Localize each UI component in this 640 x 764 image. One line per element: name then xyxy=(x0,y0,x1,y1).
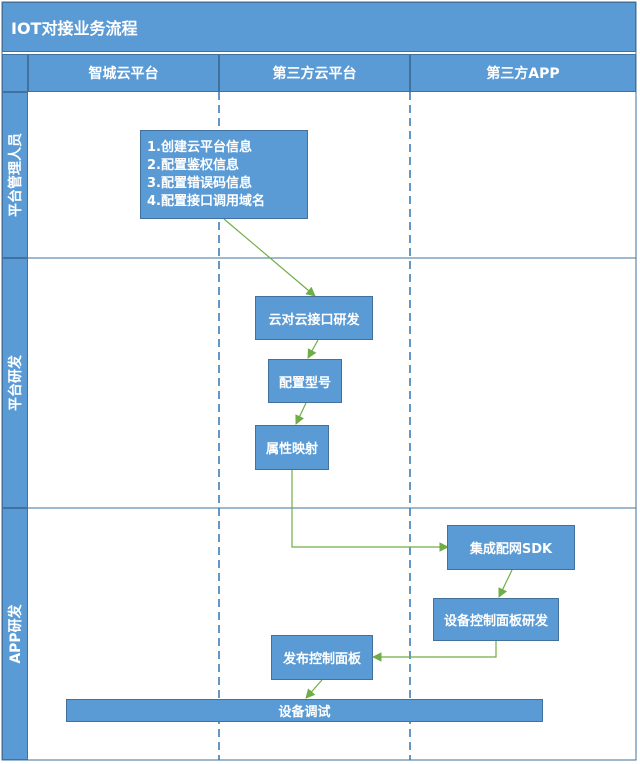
lane-label-admin: 平台管理人员 xyxy=(8,133,24,217)
node-attr-mapping: 属性映射 xyxy=(255,425,329,470)
arrow-config-to-cloudapi xyxy=(223,218,316,297)
config-line-3: 3.配置错误码信息 xyxy=(147,175,252,191)
arrow-publish-to-debug xyxy=(305,679,323,699)
node-sdk: 集成配网SDK xyxy=(447,525,575,570)
lane-header-platform-dev: 平台研发 xyxy=(2,258,28,508)
arrow-model-to-mapping xyxy=(295,402,307,425)
column-header-zhicheng: 智城云平台 xyxy=(28,54,219,92)
column-header-third-party-app: 第三方APP xyxy=(410,54,636,92)
header-corner xyxy=(2,54,28,92)
arrow-panel-to-publish xyxy=(372,641,497,662)
column-header-third-party-cloud: 第三方云平台 xyxy=(219,54,410,92)
lane-header-app-dev: APP研发 xyxy=(2,508,28,760)
node-config-model: 配置型号 xyxy=(268,359,342,403)
node-cloud-api: 云对云接口研发 xyxy=(255,296,373,340)
node-publish-panel: 发布控制面板 xyxy=(271,635,373,680)
diagram-title: IOT对接业务流程 xyxy=(2,2,636,52)
lane-label-app-dev: APP研发 xyxy=(8,604,24,664)
node-config-info: 1.创建云平台信息 2.配置鉴权信息 3.配置错误码信息 4.配置接口调用域名 xyxy=(140,130,308,219)
arrow-sdk-to-panel xyxy=(498,569,513,598)
config-line-4: 4.配置接口调用域名 xyxy=(147,193,265,209)
node-device-debug: 设备调试 xyxy=(66,699,543,722)
lane-label-platform-dev: 平台研发 xyxy=(8,355,24,411)
config-line-2: 2.配置鉴权信息 xyxy=(147,157,239,173)
config-line-1: 1.创建云平台信息 xyxy=(147,139,252,155)
arrow-mapping-to-sdk xyxy=(291,470,449,552)
arrow-cloudapi-to-model xyxy=(307,339,319,359)
lane-header-admin: 平台管理人员 xyxy=(2,92,28,258)
node-panel-dev: 设备控制面板研发 xyxy=(433,598,559,641)
